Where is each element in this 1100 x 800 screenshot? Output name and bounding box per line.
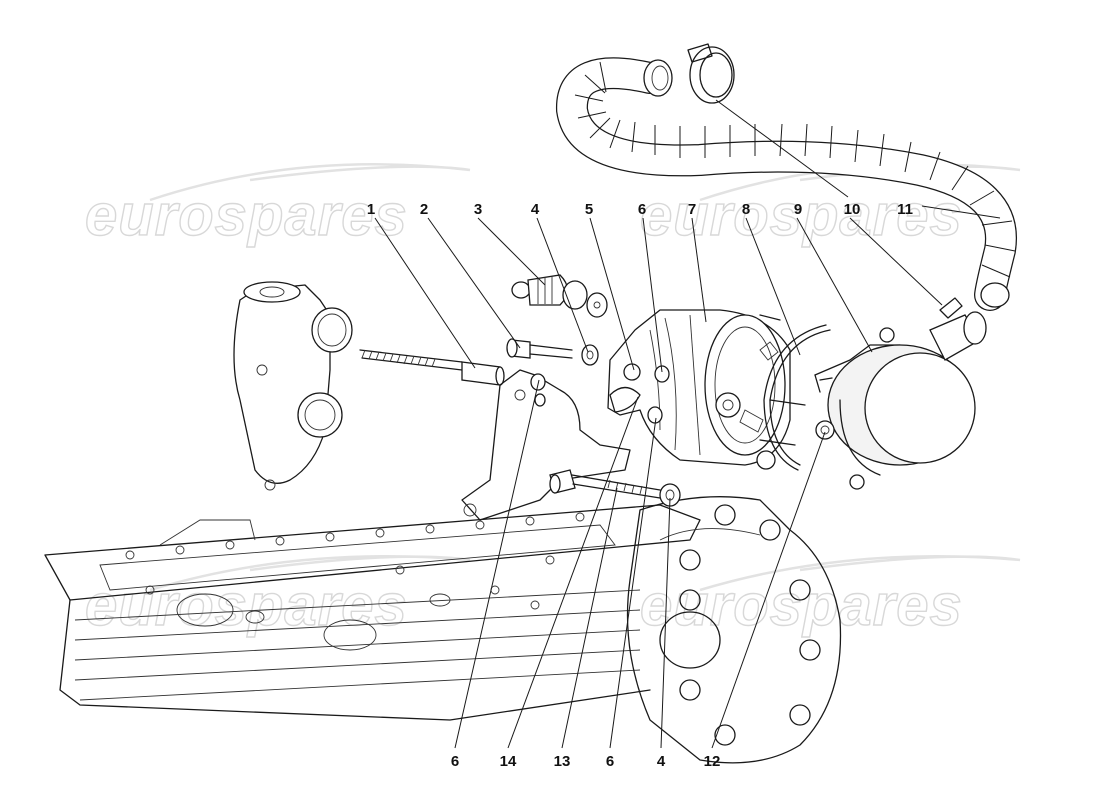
- hose-clamp-10: [687, 43, 735, 104]
- callout-4-bottom: 4: [657, 753, 666, 770]
- long-bolt-13: [549, 469, 681, 507]
- alternator-7: [607, 309, 806, 470]
- callout-11: 11: [897, 201, 913, 218]
- engine-block: [44, 504, 701, 721]
- callouts-bottom: 6 14 13 6 4 12: [451, 753, 721, 770]
- watermark-text-bottom-right: eurospares: [640, 573, 963, 638]
- watermark-text-top-right: eurospares: [640, 183, 963, 248]
- stud-and-spacer: [359, 349, 505, 386]
- callout-5: 5: [585, 201, 593, 218]
- callout-10: 10: [844, 201, 861, 218]
- callout-12: 12: [704, 753, 721, 770]
- callout-8: 8: [742, 201, 750, 218]
- watermark-top: eurospares eurospares: [84, 163, 1021, 249]
- water-pump-housing: [233, 281, 353, 491]
- callout-6-bottom-right: 6: [606, 753, 614, 770]
- gasket-8: [763, 324, 831, 471]
- callout-3: 3: [474, 201, 482, 218]
- callout-6-bottom-left: 6: [451, 753, 459, 770]
- watermark-text-top-left: eurospares: [85, 183, 408, 248]
- callout-7: 7: [688, 201, 696, 218]
- bolt-2: [506, 338, 599, 366]
- callout-14: 14: [500, 753, 517, 770]
- callout-2: 2: [420, 201, 428, 218]
- timing-housing: [626, 496, 842, 764]
- callout-9: 9: [794, 201, 802, 218]
- vacuum-pump-9: [814, 297, 987, 490]
- watermark-bottom: eurospares eurospares: [84, 555, 1021, 639]
- hose-11: [556, 57, 1017, 311]
- adjuster-3: [511, 274, 608, 318]
- callout-6: 6: [638, 201, 646, 218]
- callouts-top: 1 2 3 4 5 6 7 8 9 10 11: [367, 201, 913, 218]
- leader-lines: [374, 99, 1001, 749]
- alternator-bracket: [461, 369, 631, 521]
- callout-4: 4: [531, 201, 540, 218]
- callout-1: 1: [367, 201, 375, 218]
- callout-13: 13: [554, 753, 571, 770]
